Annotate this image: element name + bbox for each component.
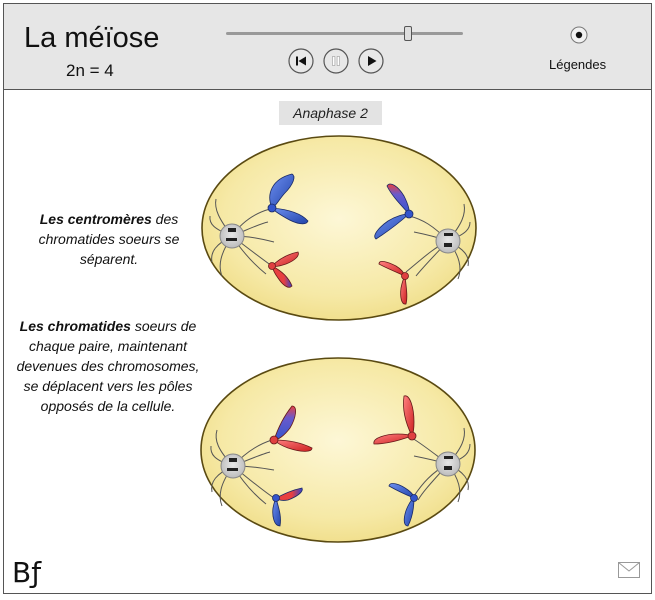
legend-label[interactable]: Légendes (549, 57, 607, 72)
caption-centromeres: Les centromères des chromatides soeurs s… (14, 209, 204, 269)
play-button[interactable] (358, 48, 384, 74)
caption-chromatides-bold: Les chromatides (19, 318, 131, 334)
lower-cell (200, 357, 476, 543)
restart-icon (296, 56, 306, 66)
centriole-left (220, 453, 246, 479)
legend-radio-button[interactable] (570, 26, 588, 44)
pause-icon (332, 56, 340, 66)
play-icon (368, 56, 377, 66)
chromosome-red (378, 260, 409, 305)
caption-centromeres-text: des chromatides soeurs se séparent. (38, 211, 180, 267)
chromosome-blue (272, 487, 303, 527)
chromosome-blue (267, 173, 309, 225)
restart-button[interactable] (288, 48, 314, 74)
chromosome-blue (374, 183, 414, 240)
app-frame: La méïose 2n = 4 Légendes A (3, 3, 652, 594)
timeline-slider-track[interactable] (226, 32, 463, 35)
app-title: La méïose (24, 22, 160, 54)
envelope-icon[interactable] (618, 562, 640, 578)
bf-logo[interactable]: Bƒ (12, 556, 42, 589)
pause-button[interactable] (323, 48, 349, 74)
centriole-left (219, 223, 245, 249)
centriole-right (435, 228, 461, 254)
chromosome-red (373, 395, 417, 445)
caption-chromatides-text: soeurs de chaque paire, maintenant deven… (16, 318, 200, 414)
upper-cell (201, 135, 477, 321)
header-bar: La méïose 2n = 4 Légendes (4, 4, 651, 90)
timeline-slider-thumb[interactable] (404, 26, 413, 41)
centriole-right (435, 451, 461, 477)
chromosome-red (268, 251, 299, 288)
chromosome-red (269, 405, 313, 452)
chromosome-blue (388, 483, 418, 527)
caption-centromeres-bold: Les centromères (39, 211, 152, 227)
meiosis-illustration (200, 135, 477, 543)
chromosome-count: 2n = 4 (66, 61, 114, 80)
caption-chromatides: Les chromatides soeurs de chaque paire, … (8, 316, 208, 416)
phase-label: Anaphase 2 (279, 101, 382, 125)
